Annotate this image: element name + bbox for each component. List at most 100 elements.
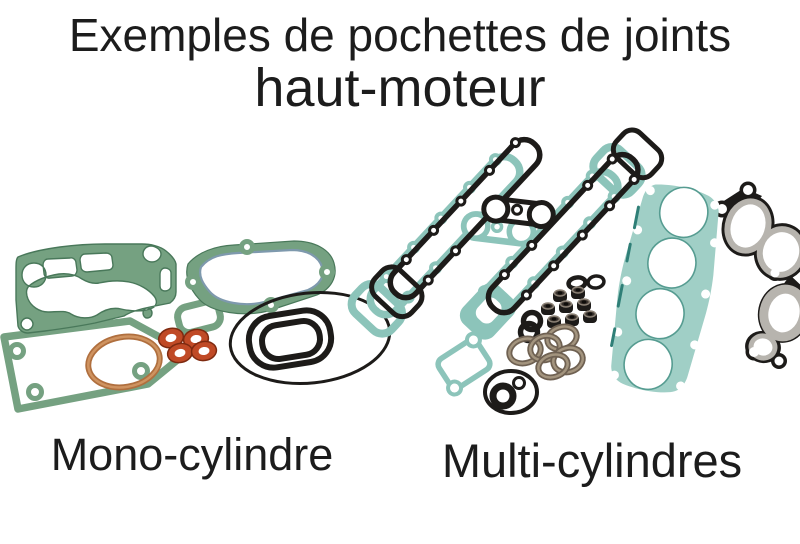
gasket-print-marks-mark-1: [632, 205, 640, 230]
valve-cover-gasket-black-band-24: [582, 179, 594, 191]
metal-ring-5: [535, 351, 571, 381]
page-title: Exemples de pochettes de joints haut-mot…: [0, 7, 800, 115]
cylinder-base-gasket-plate-1: [15, 243, 177, 334]
metal-ring-4-shine: [552, 346, 584, 374]
head-gasket-outline-outline-4: [132, 362, 150, 380]
valve-stem-seal-2: [571, 286, 585, 299]
cam-tensioner-gasket-pad-2: [475, 297, 502, 324]
valve-stem-seal-3: [541, 302, 555, 315]
clutch-cover-gasket-ring-5: [185, 274, 201, 290]
gasket-print-marks-mark-2: [625, 242, 632, 263]
cam-tensioner-gasket: [459, 282, 517, 340]
rubber-washers-washer-4: [190, 334, 202, 344]
seal-hole-4: [563, 302, 569, 306]
head-gasket-bolt-holes-black-bolt-hole-5: [774, 356, 784, 366]
head-gasket-bolt-holes-black-bolt-hole-1: [743, 185, 753, 195]
four-bore-head-gasket-teal-part-2: [658, 186, 709, 239]
multi-cylinder-kit: [347, 127, 800, 415]
seal-hole-3: [545, 304, 551, 308]
rubber-washers-washer-6: [174, 348, 186, 358]
metal-ring-5-shine: [537, 353, 569, 379]
round-cover-gasket: [483, 369, 539, 415]
head-gasket-bolt-holes-black-bolt-hole-2: [717, 204, 727, 214]
small-rectangular-gasket-ring-1: [435, 337, 493, 391]
round-cover-gasket-ring-3: [512, 376, 526, 390]
valve-cover-gasket-black-band-20: [548, 260, 560, 272]
valve-cover-gasket-black-band-15: [422, 274, 434, 286]
head-gasket-bolt-holes-black-bolt-hole-3: [770, 268, 780, 278]
head-gasket-bolt-holes-black: [717, 185, 784, 366]
head-gasket-bores-black-bore-5: [763, 289, 800, 337]
valve-cover-gasket-teal-band-9: [490, 220, 504, 233]
valve-cover-gasket-black-band-17: [498, 269, 510, 281]
valve-cover-gasket-black-band-10: [400, 254, 412, 266]
head-gasket-outline-outline-2: [8, 342, 26, 360]
seal-hole-1: [557, 291, 563, 295]
title-line-1: Exemples de pochettes de joints: [68, 9, 732, 61]
valve-cover-gasket-black-band-22: [604, 200, 616, 212]
seal-hole-7: [569, 315, 575, 319]
label-multi-cylindres: Multi-cylindres: [441, 434, 743, 487]
small-rectangular-gasket-ring-3: [446, 379, 464, 397]
four-bore-head-gasket-teal-part-11: [701, 289, 711, 299]
valve-cover-gasket-black-band-23: [628, 173, 640, 185]
rubber-washers-washer-8: [198, 346, 210, 356]
four-bore-head-gasket-teal-part-15: [676, 381, 686, 391]
small-o-rings-o-ring-4: [586, 274, 606, 290]
valve-cover-gasket-black-band-2: [387, 136, 543, 301]
gasket-print-marks-mark-3: [616, 283, 624, 308]
exhaust-o-rings-o-ring-2: [245, 307, 335, 371]
metal-ring-4: [550, 344, 586, 376]
gasket-print-marks-mark-4: [610, 327, 617, 348]
head-gasket-bores-black-bore-8: [748, 333, 778, 361]
metal-ring-3: [527, 332, 563, 364]
four-bore-head-gasket-teal-part-3: [647, 237, 697, 289]
valve-cover-gasket-black-band-1: [369, 264, 425, 320]
valve-cover-gasket-teal: [347, 143, 646, 340]
valve-cover-gasket-black-band-25: [606, 153, 618, 165]
valve-stem-seal-5: [577, 298, 591, 311]
valve-cover-gasket-teal-band-1: [347, 279, 407, 338]
head-gasket-outline-outline-1: [0, 317, 191, 413]
four-bore-head-gasket-teal-part-13: [690, 340, 700, 350]
rubber-washers-washer-2: [165, 333, 177, 343]
metal-ring-2: [506, 335, 544, 367]
gasket-print-marks: [610, 205, 640, 348]
clutch-cover-gasket: [185, 239, 336, 315]
valve-stem-seal-6: [547, 315, 561, 328]
head-gasket-bores-black-bore-1: [727, 201, 769, 251]
four-bore-head-gasket-black: [713, 181, 800, 369]
valve-stem-seal-4: [559, 300, 573, 313]
four-bore-head-gasket-teal-part-6: [645, 186, 655, 196]
valve-cover-gasket-black-band-13: [484, 164, 496, 176]
valve-stem-seal-7: [565, 313, 579, 326]
head-gasket-bores-black-bore-6: [759, 284, 800, 342]
head-gasket-bores-black: [724, 198, 800, 361]
round-cover-gasket-ring-2: [489, 382, 517, 410]
valve-cover-gasket-black-band-12: [455, 195, 467, 207]
valve-cover-gasket-black-band-14: [509, 137, 521, 149]
valve-stem-seals: [541, 286, 597, 328]
four-bore-head-gasket-teal-part-14: [609, 370, 619, 380]
clutch-cover-gasket-ring-2: [199, 248, 324, 306]
valve-cover-gasket-black-band-9: [511, 203, 524, 216]
small-rectangular-gasket-ring-2: [464, 331, 482, 349]
four-bore-head-gasket-teal-part-5: [623, 338, 673, 391]
seal-hole-8: [587, 312, 593, 316]
valve-stem-seal-8: [583, 310, 597, 323]
valve-cover-gasket-black-band-19: [520, 289, 532, 301]
head-gasket-outline-outline-3: [26, 383, 44, 401]
valve-cover-gasket-black-band-7: [481, 194, 511, 224]
rubber-washers: [157, 327, 218, 364]
seal-hole-5: [581, 300, 587, 304]
cylinder-base-gasket: [15, 243, 177, 334]
label-mono-cylindre: Mono-cylindre: [50, 429, 334, 480]
copper-sealing-ring-ring-2: [87, 335, 161, 389]
copper-sealing-ring: [85, 333, 163, 391]
four-bore-head-gasket-teal-part-4: [635, 287, 685, 340]
small-rectangular-gasket: [435, 331, 493, 397]
exhaust-o-rings-o-ring-3: [259, 317, 323, 363]
valve-cover-gasket-black-band-21: [576, 229, 588, 241]
head-gasket-outline: [0, 317, 191, 413]
